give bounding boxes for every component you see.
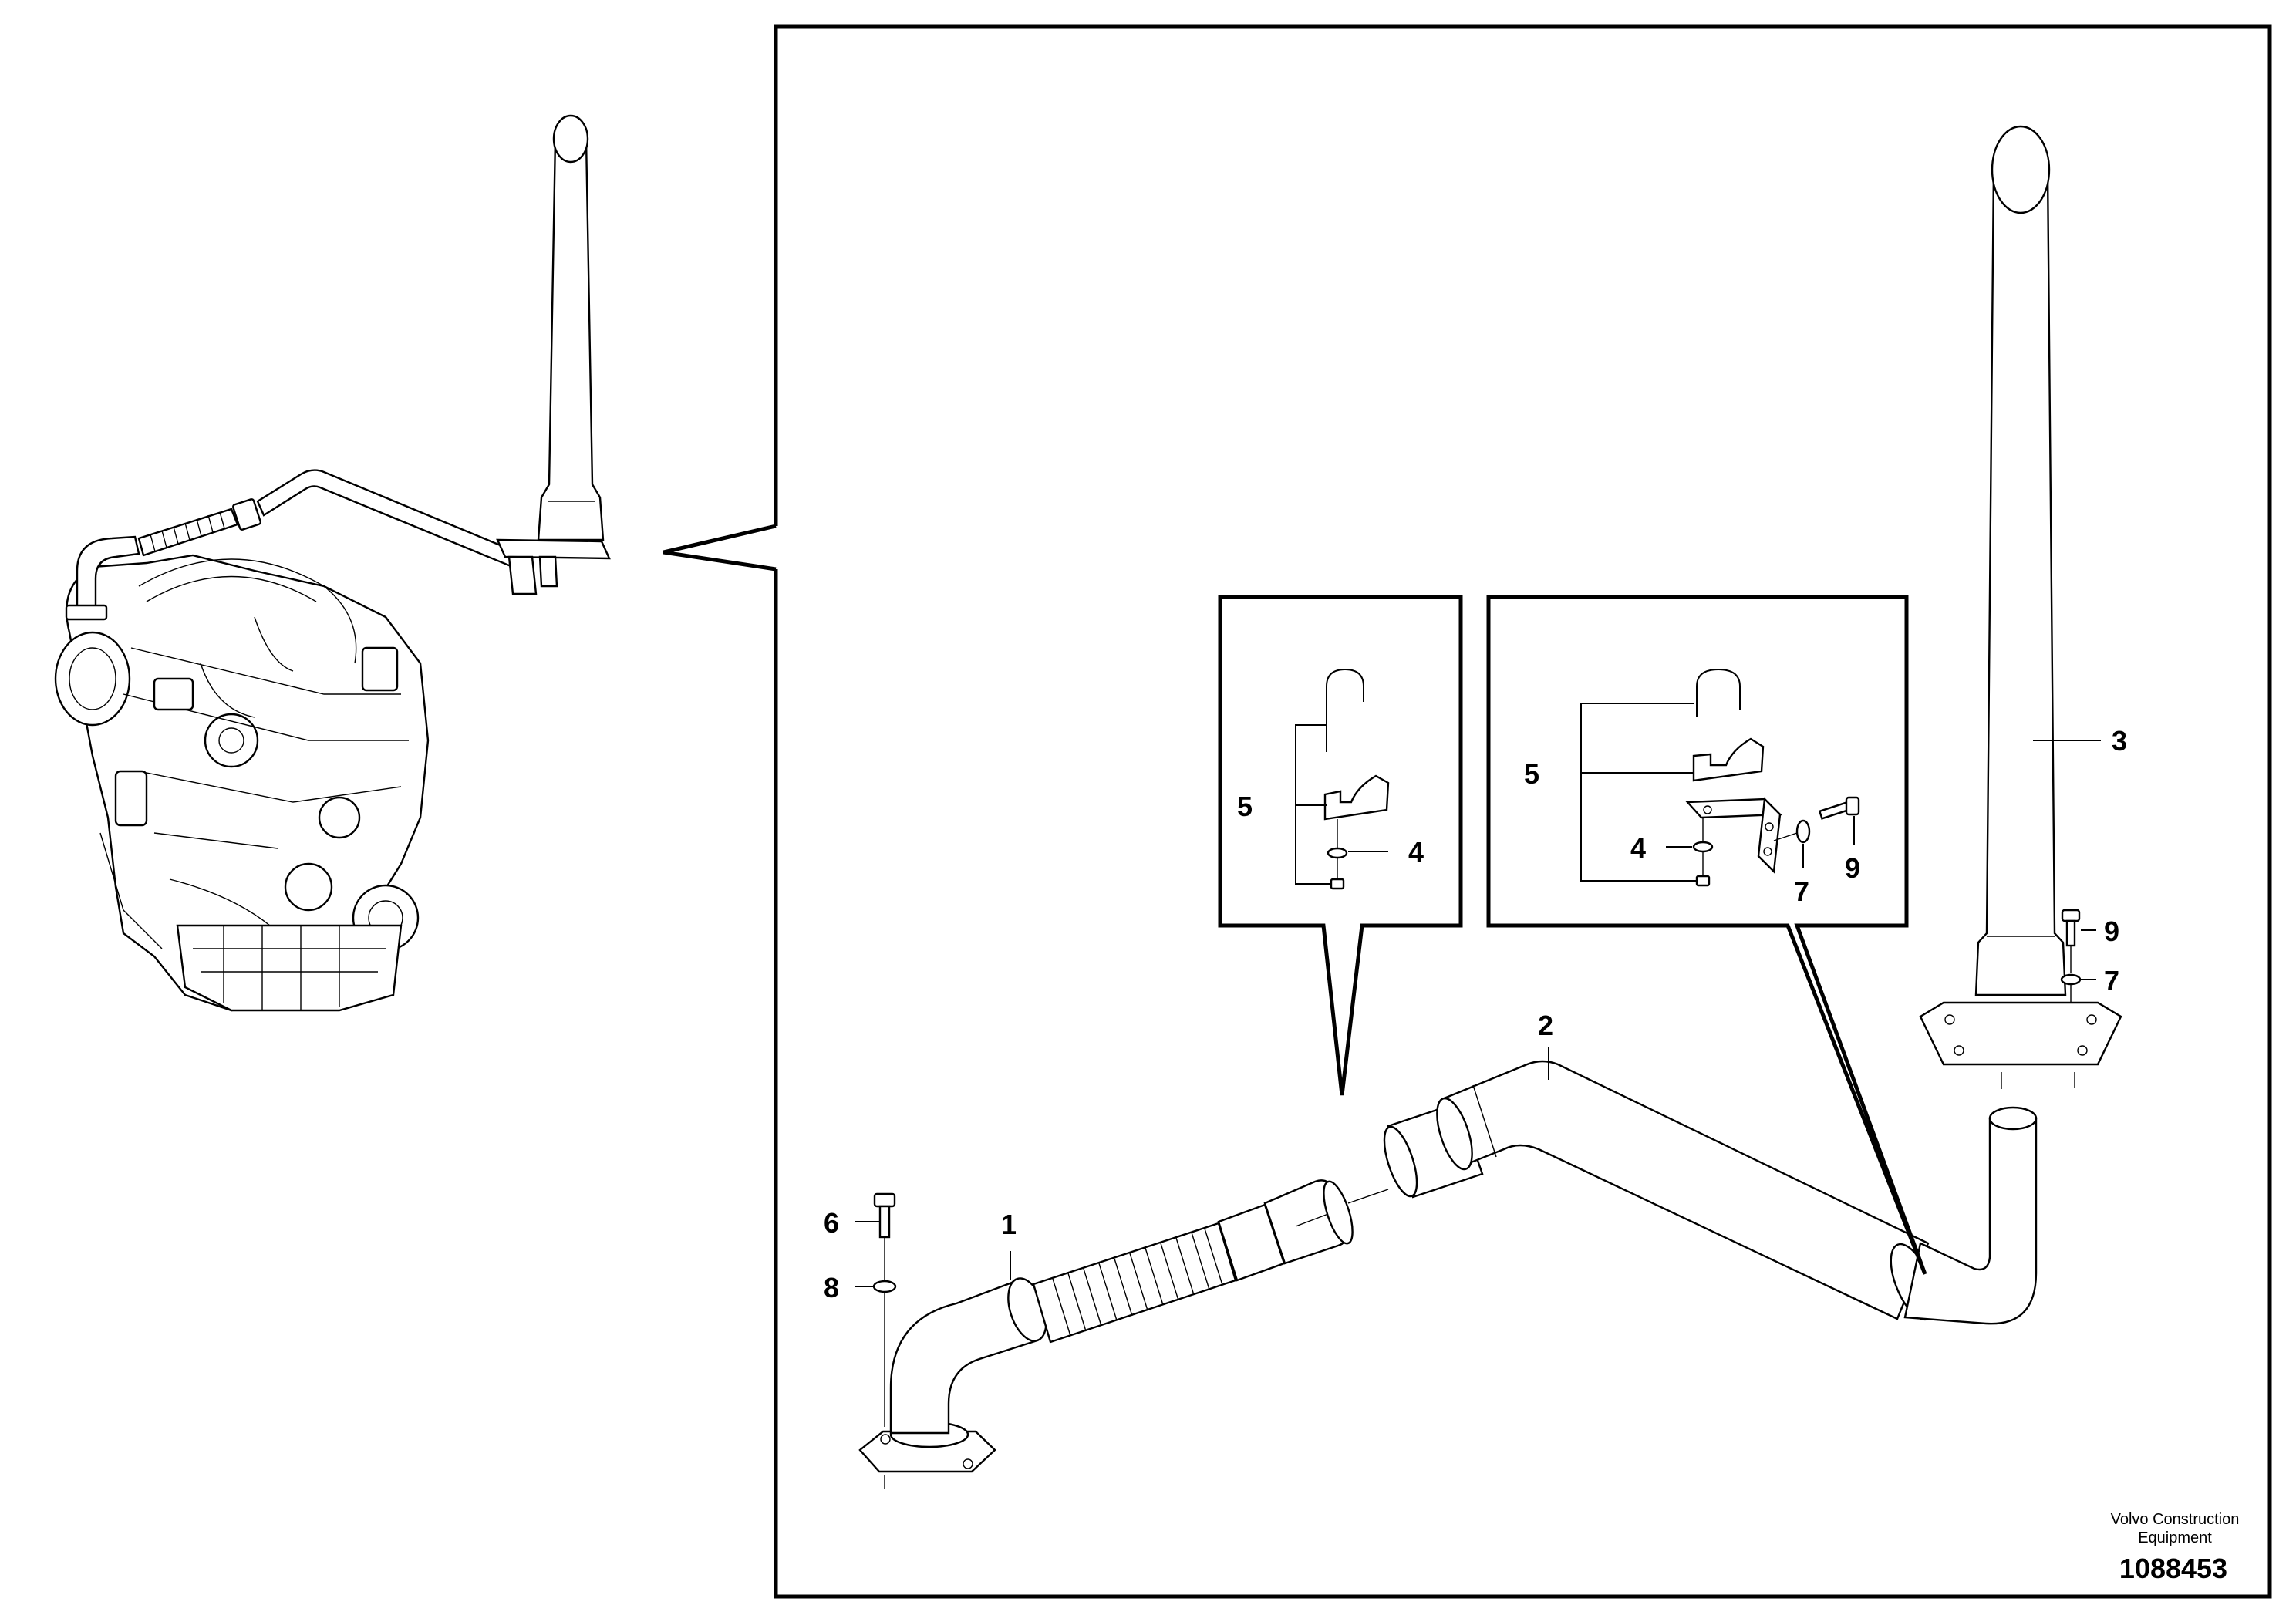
callout-5-box-b: 5 bbox=[1524, 758, 1539, 790]
main-detail-frame bbox=[774, 24, 2272, 1599]
part-2-exhaust-pipe bbox=[1383, 1060, 2038, 1325]
leader-lines bbox=[855, 740, 2101, 1287]
engine-block bbox=[54, 554, 430, 1012]
document-number: 1088453 bbox=[2119, 1553, 2227, 1584]
callout-9-box-b: 9 bbox=[1845, 852, 1860, 884]
callout-2: 2 bbox=[1538, 1010, 1553, 1041]
callout-9-right: 9 bbox=[2104, 916, 2119, 947]
credit-line-2: Equipment bbox=[2138, 1529, 2212, 1546]
callout-5-box-a: 5 bbox=[1237, 791, 1253, 822]
credit-block: Volvo Construction Equipment 1088453 bbox=[2111, 1511, 2240, 1584]
part-1-flex-elbow bbox=[858, 1179, 1354, 1473]
engine-overview-illustration bbox=[54, 114, 611, 1012]
callout-pointer bbox=[663, 524, 777, 572]
detail-box-b bbox=[1486, 595, 1927, 1275]
callout-6: 6 bbox=[824, 1207, 839, 1239]
part-3-stack-pipe bbox=[1919, 125, 2122, 1089]
callout-4-box-b: 4 bbox=[1630, 832, 1646, 864]
callout-8: 8 bbox=[824, 1272, 839, 1303]
credit-line-1: Volvo Construction bbox=[2111, 1511, 2240, 1528]
detail-box-a bbox=[1218, 595, 1463, 1096]
assembly-centerline bbox=[1347, 1189, 1389, 1204]
callout-labels: 3 2 1 6 8 9 7 5 4 5 4 7 9 bbox=[824, 725, 2127, 1303]
callout-7-right: 7 bbox=[2104, 965, 2119, 996]
bolt-and-washer-left bbox=[872, 1192, 897, 1489]
callout-3: 3 bbox=[2112, 725, 2127, 757]
callout-1: 1 bbox=[1001, 1209, 1017, 1240]
bolt-and-washer-right bbox=[2060, 909, 2082, 1003]
callout-7-box-b: 7 bbox=[1794, 875, 1809, 907]
callout-4-box-a: 4 bbox=[1408, 836, 1424, 868]
overview-exhaust-pipe bbox=[65, 114, 611, 621]
